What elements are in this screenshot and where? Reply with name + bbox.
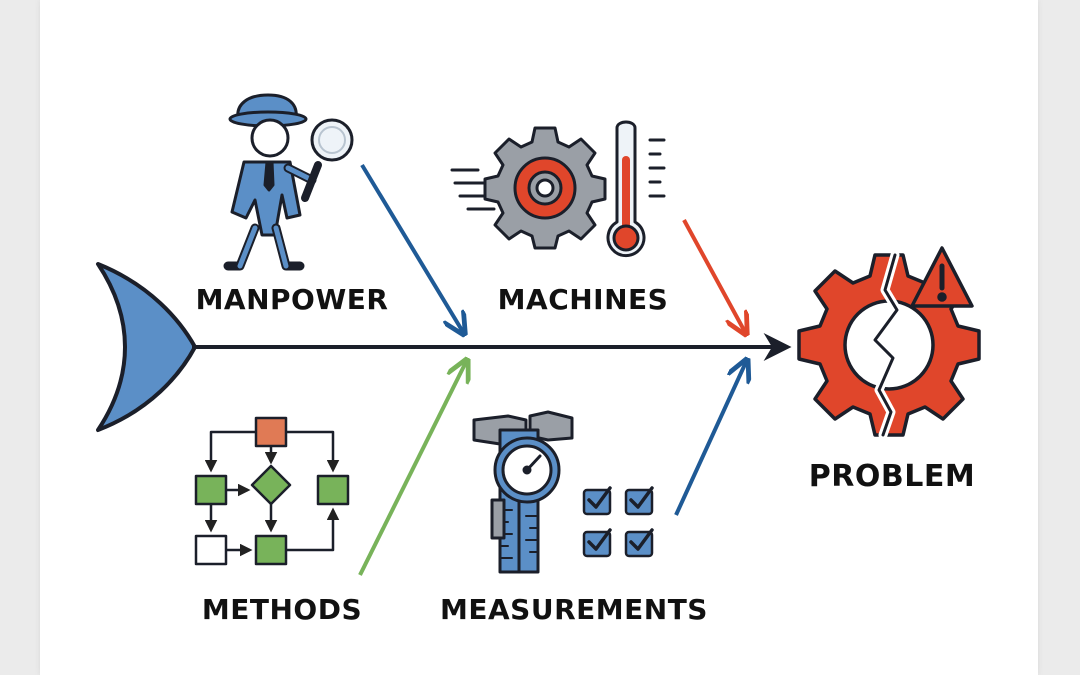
- category-label-measurements: MEASUREMENTS: [440, 593, 708, 626]
- effect-label-problem: PROBLEM: [808, 459, 976, 494]
- detective-with-magnifier-icon: [223, 93, 354, 271]
- category-label-manpower: MANPOWER: [195, 283, 389, 316]
- fish-tail: [96, 262, 197, 432]
- gear-and-thermometer-icon: [450, 120, 666, 258]
- broken-gear-warning-icon: [797, 246, 981, 440]
- category-label-methods: METHODS: [201, 593, 363, 626]
- manpower-arrow: [360, 163, 463, 332]
- category-label-machines: MACHINES: [497, 283, 669, 316]
- machines-arrow: [682, 219, 745, 332]
- methods-arrow: [358, 362, 466, 576]
- measurements-arrow: [674, 362, 746, 516]
- caliper-gauge-and-checklist-icon: [472, 410, 654, 574]
- flowchart-icon: [194, 416, 350, 566]
